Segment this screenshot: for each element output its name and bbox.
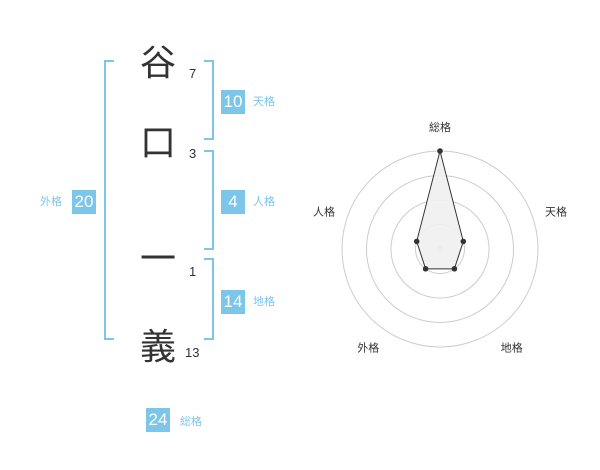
chikaku-bracket [204,258,214,340]
stroke-count-2: 3 [189,146,197,161]
tenkaku-score: 10 [221,90,245,114]
jinkaku-bracket [204,150,214,250]
soukaku-label: 総格 [180,416,202,428]
name-char-4: 義 [139,327,176,368]
gaikaku-bracket [104,60,114,340]
name-char-1: 谷 [139,43,176,84]
stroke-count-4: 13 [185,345,200,360]
radar-series-area [416,150,464,270]
gaikaku-score: 20 [72,190,96,214]
tenkaku-label: 天格 [253,96,275,108]
radar-axis-label-1: 総格 [429,120,451,134]
chikaku-score: 14 [221,290,245,314]
name-char-3: 一 [139,239,176,280]
stroke-count-3: 1 [189,264,197,279]
radar-point-5 [413,238,420,245]
jinkaku-label: 人格 [253,196,275,208]
radar-axis-label-4: 外格 [357,341,379,355]
radar-point-4 [422,266,429,272]
radar-axis-label-3: 地格 [501,341,523,355]
gaikaku-label: 外格 [40,196,62,208]
soukaku-score: 24 [146,408,170,432]
radar-point-3 [451,266,458,272]
stroke-count-1: 7 [189,66,197,81]
jinkaku-score: 4 [221,190,245,214]
radar-axis-label-2: 天格 [545,204,567,218]
radar-axis-label-5: 人格 [313,204,335,218]
chikaku-label: 地格 [253,296,275,308]
name-char-2: 口 [139,123,176,164]
tenkaku-bracket [204,60,214,140]
radar-point-1 [437,148,443,154]
radar-point-2 [460,238,467,245]
